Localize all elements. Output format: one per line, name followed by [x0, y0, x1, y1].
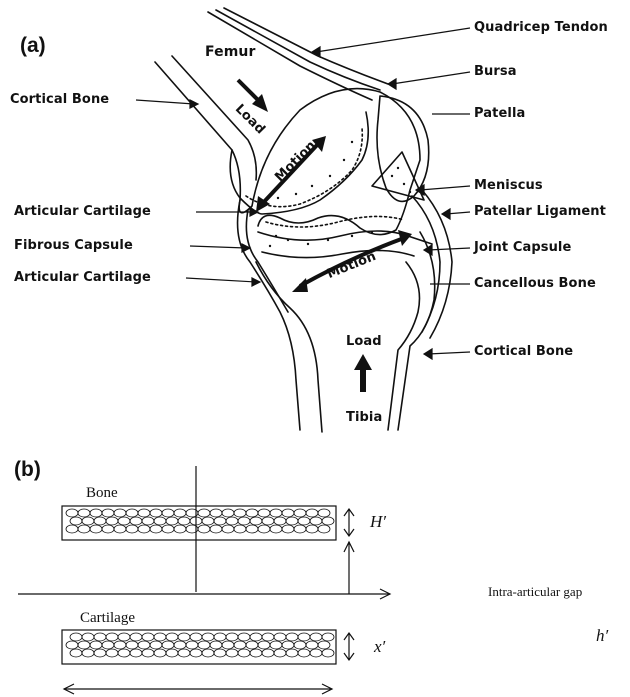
bone-label: Bone [86, 485, 118, 502]
callout-articular-cartilage-lower: Articular Cartilage [14, 270, 151, 285]
callout-lines-right [312, 28, 470, 359]
cartilage-label: Cartilage [80, 610, 135, 627]
tibia-label: Tibia [346, 410, 382, 425]
callout-cancellous-bone: Cancellous Bone [474, 276, 596, 291]
callout-patella: Patella [474, 106, 525, 121]
callout-quadricep-tendon: Quadricep Tendon [474, 20, 608, 35]
callout-lines-left [136, 100, 260, 286]
femur-outline [155, 62, 420, 235]
femur-label: Femur [205, 44, 255, 60]
load-label-bottom: Load [346, 334, 382, 349]
bone-thickness-arrow [344, 509, 354, 536]
patella-shape [377, 96, 429, 201]
load-arrow-bottom [354, 354, 372, 392]
intra-articular-gap-label: Intra-articular gap [488, 584, 630, 600]
callout-patellar-ligament: Patellar Ligament [474, 204, 606, 219]
x-prime-label: x′ [374, 637, 385, 657]
callout-joint-capsule: Joint Capsule [474, 240, 571, 255]
callout-fibrous-capsule: Fibrous Capsule [14, 238, 133, 253]
callout-cortical-bone-right: Cortical Bone [474, 344, 573, 359]
callout-meniscus: Meniscus [474, 178, 543, 193]
cartilage-thickness-arrow [344, 633, 354, 660]
patellar-ligament [412, 196, 440, 332]
callout-cortical-bone-left: Cortical Bone [10, 92, 109, 107]
h-prime-label: H′ [370, 512, 386, 532]
callout-articular-cartilage-upper: Articular Cartilage [14, 204, 151, 219]
callout-bursa: Bursa [474, 64, 517, 79]
h-prime-small-label: h′ [596, 626, 608, 646]
panel-b-label: (b) [14, 458, 41, 482]
